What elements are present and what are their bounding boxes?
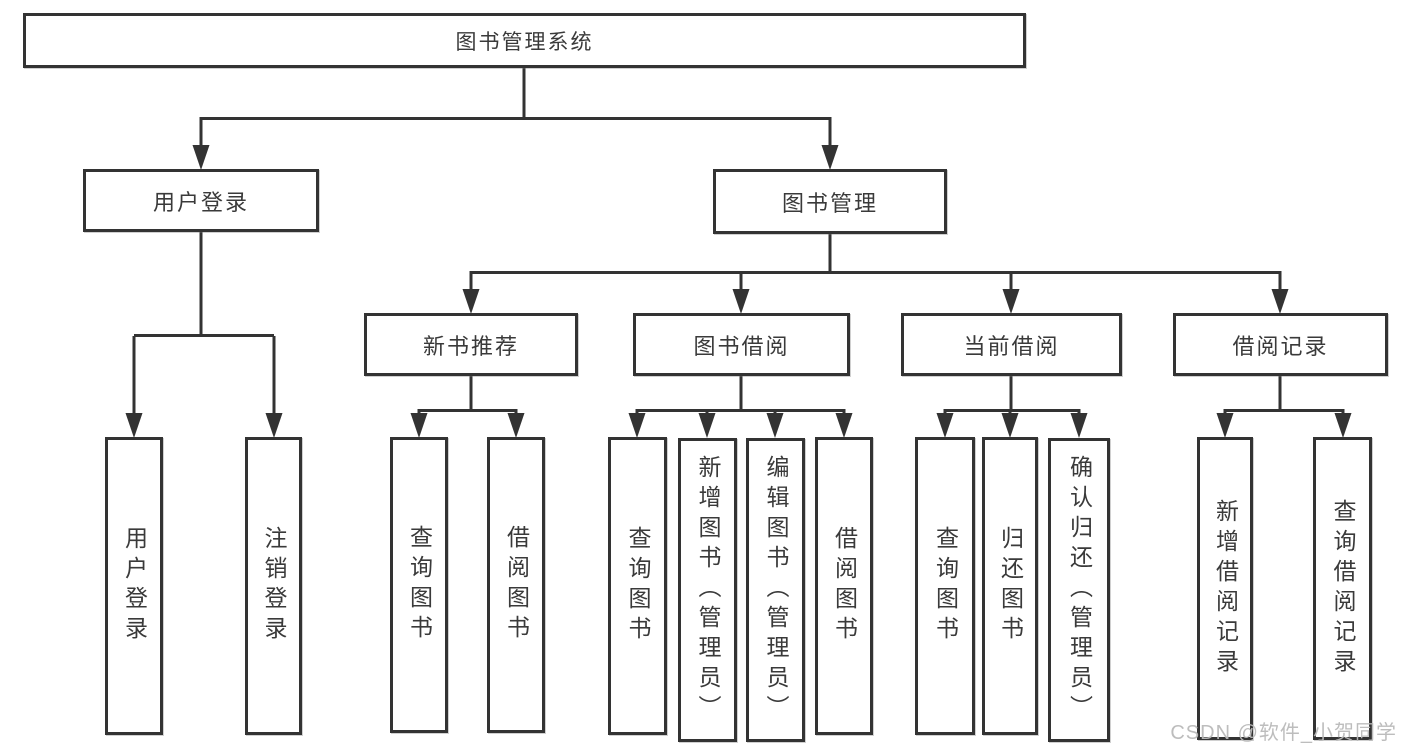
node-label: 用户登录 bbox=[121, 526, 148, 646]
node-label: 图书管理系统 bbox=[455, 30, 594, 54]
node-label: 查询图书 bbox=[406, 525, 433, 645]
node-label: 借阅记录 bbox=[1232, 333, 1329, 359]
node-label: 查询借阅记录 bbox=[1330, 498, 1356, 679]
leaf-borrow-books-borrowing: 借阅图书 bbox=[815, 437, 873, 735]
arrowheads bbox=[125, 145, 1352, 438]
node-label: 用户登录 bbox=[152, 189, 249, 215]
node-new-book-recommend: 新书推荐 bbox=[364, 313, 578, 376]
node-label: 确认归还（管理员） bbox=[1066, 455, 1093, 725]
node-label: 图书管理 bbox=[781, 190, 878, 216]
node-label: 编辑图书（管理员） bbox=[763, 455, 789, 725]
leaf-logout: 注销登录 bbox=[245, 437, 302, 735]
node-label: 注销登录 bbox=[261, 526, 287, 646]
leaf-confirm-return-admin: 确认归还（管理员） bbox=[1048, 438, 1110, 742]
node-label: 图书借阅 bbox=[693, 333, 790, 359]
node-label: 归还图书 bbox=[997, 526, 1024, 646]
node-library-management-system: 图书管理系统 bbox=[23, 13, 1026, 68]
node-user-login-branch: 用户登录 bbox=[83, 169, 319, 232]
node-book-borrowing: 图书借阅 bbox=[633, 313, 850, 376]
leaf-query-books-borrowing: 查询图书 bbox=[608, 437, 667, 735]
node-label: 借阅图书 bbox=[503, 525, 530, 645]
leaf-user-login: 用户登录 bbox=[105, 437, 163, 735]
leaf-return-books: 归还图书 bbox=[982, 437, 1038, 735]
leaf-add-borrow-record: 新增借阅记录 bbox=[1197, 437, 1253, 740]
node-label: 借阅图书 bbox=[831, 526, 858, 646]
csdn-watermark: CSDN @软件_小贺同学 bbox=[1170, 722, 1397, 744]
leaf-query-books-recommend: 查询图书 bbox=[390, 437, 448, 733]
node-label: 查询图书 bbox=[932, 526, 959, 646]
leaf-query-books-current: 查询图书 bbox=[915, 437, 975, 735]
node-label: 新书推荐 bbox=[422, 333, 519, 359]
node-label: 当前借阅 bbox=[963, 333, 1060, 359]
leaf-edit-books-admin: 编辑图书（管理员） bbox=[746, 438, 805, 742]
node-book-management-branch: 图书管理 bbox=[713, 169, 947, 234]
node-current-borrowing: 当前借阅 bbox=[901, 313, 1122, 376]
leaf-borrow-books-recommend: 借阅图书 bbox=[487, 437, 545, 733]
node-label: 新增图书（管理员） bbox=[695, 455, 721, 725]
node-label: 新增借阅记录 bbox=[1212, 498, 1239, 679]
leaf-add-books-admin: 新增图书（管理员） bbox=[678, 438, 737, 742]
node-label: 查询图书 bbox=[625, 526, 651, 646]
node-borrow-records: 借阅记录 bbox=[1173, 313, 1388, 376]
leaf-query-borrow-record: 查询借阅记录 bbox=[1313, 437, 1372, 740]
